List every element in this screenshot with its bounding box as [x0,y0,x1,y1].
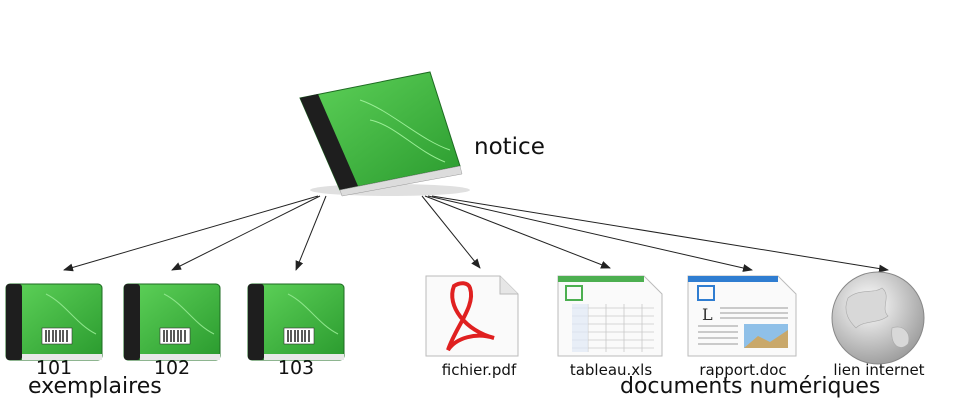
arrow-to-101 [63,195,319,272]
arrow-to-web [431,195,889,273]
exemplaires-group-label: exemplaires [28,374,162,399]
arrow-to-102 [171,195,321,271]
documents-group-label: documents numériques [620,374,881,399]
barcode-book-icon [123,283,221,361]
exemplaire-label-102: 102 [153,357,191,379]
barcode-book-icon [247,283,345,361]
connector-arrows [63,195,889,273]
pdf-file-icon [425,275,519,357]
notice-label: notice [474,134,545,160]
text-document-icon: L [687,275,797,357]
arrow-to-pdf [421,195,481,269]
spreadsheet-file-icon [557,275,663,357]
document-label-pdf: fichier.pdf [441,361,517,379]
svg-text:L: L [702,305,713,324]
exemplaire-label-101: 101 [35,357,73,379]
document-label-doc: rapport.doc [699,361,787,379]
arrow-to-103 [295,195,327,271]
globe-icon [831,271,925,365]
arrow-to-xls [424,195,611,269]
document-label-xls: tableau.xls [569,361,653,379]
exemplaire-label-103: 103 [277,357,315,379]
barcode-book-icon [5,283,103,361]
green-book-icon [299,71,470,197]
arrow-to-doc [427,195,753,272]
document-label-web: lien internet [833,361,925,379]
